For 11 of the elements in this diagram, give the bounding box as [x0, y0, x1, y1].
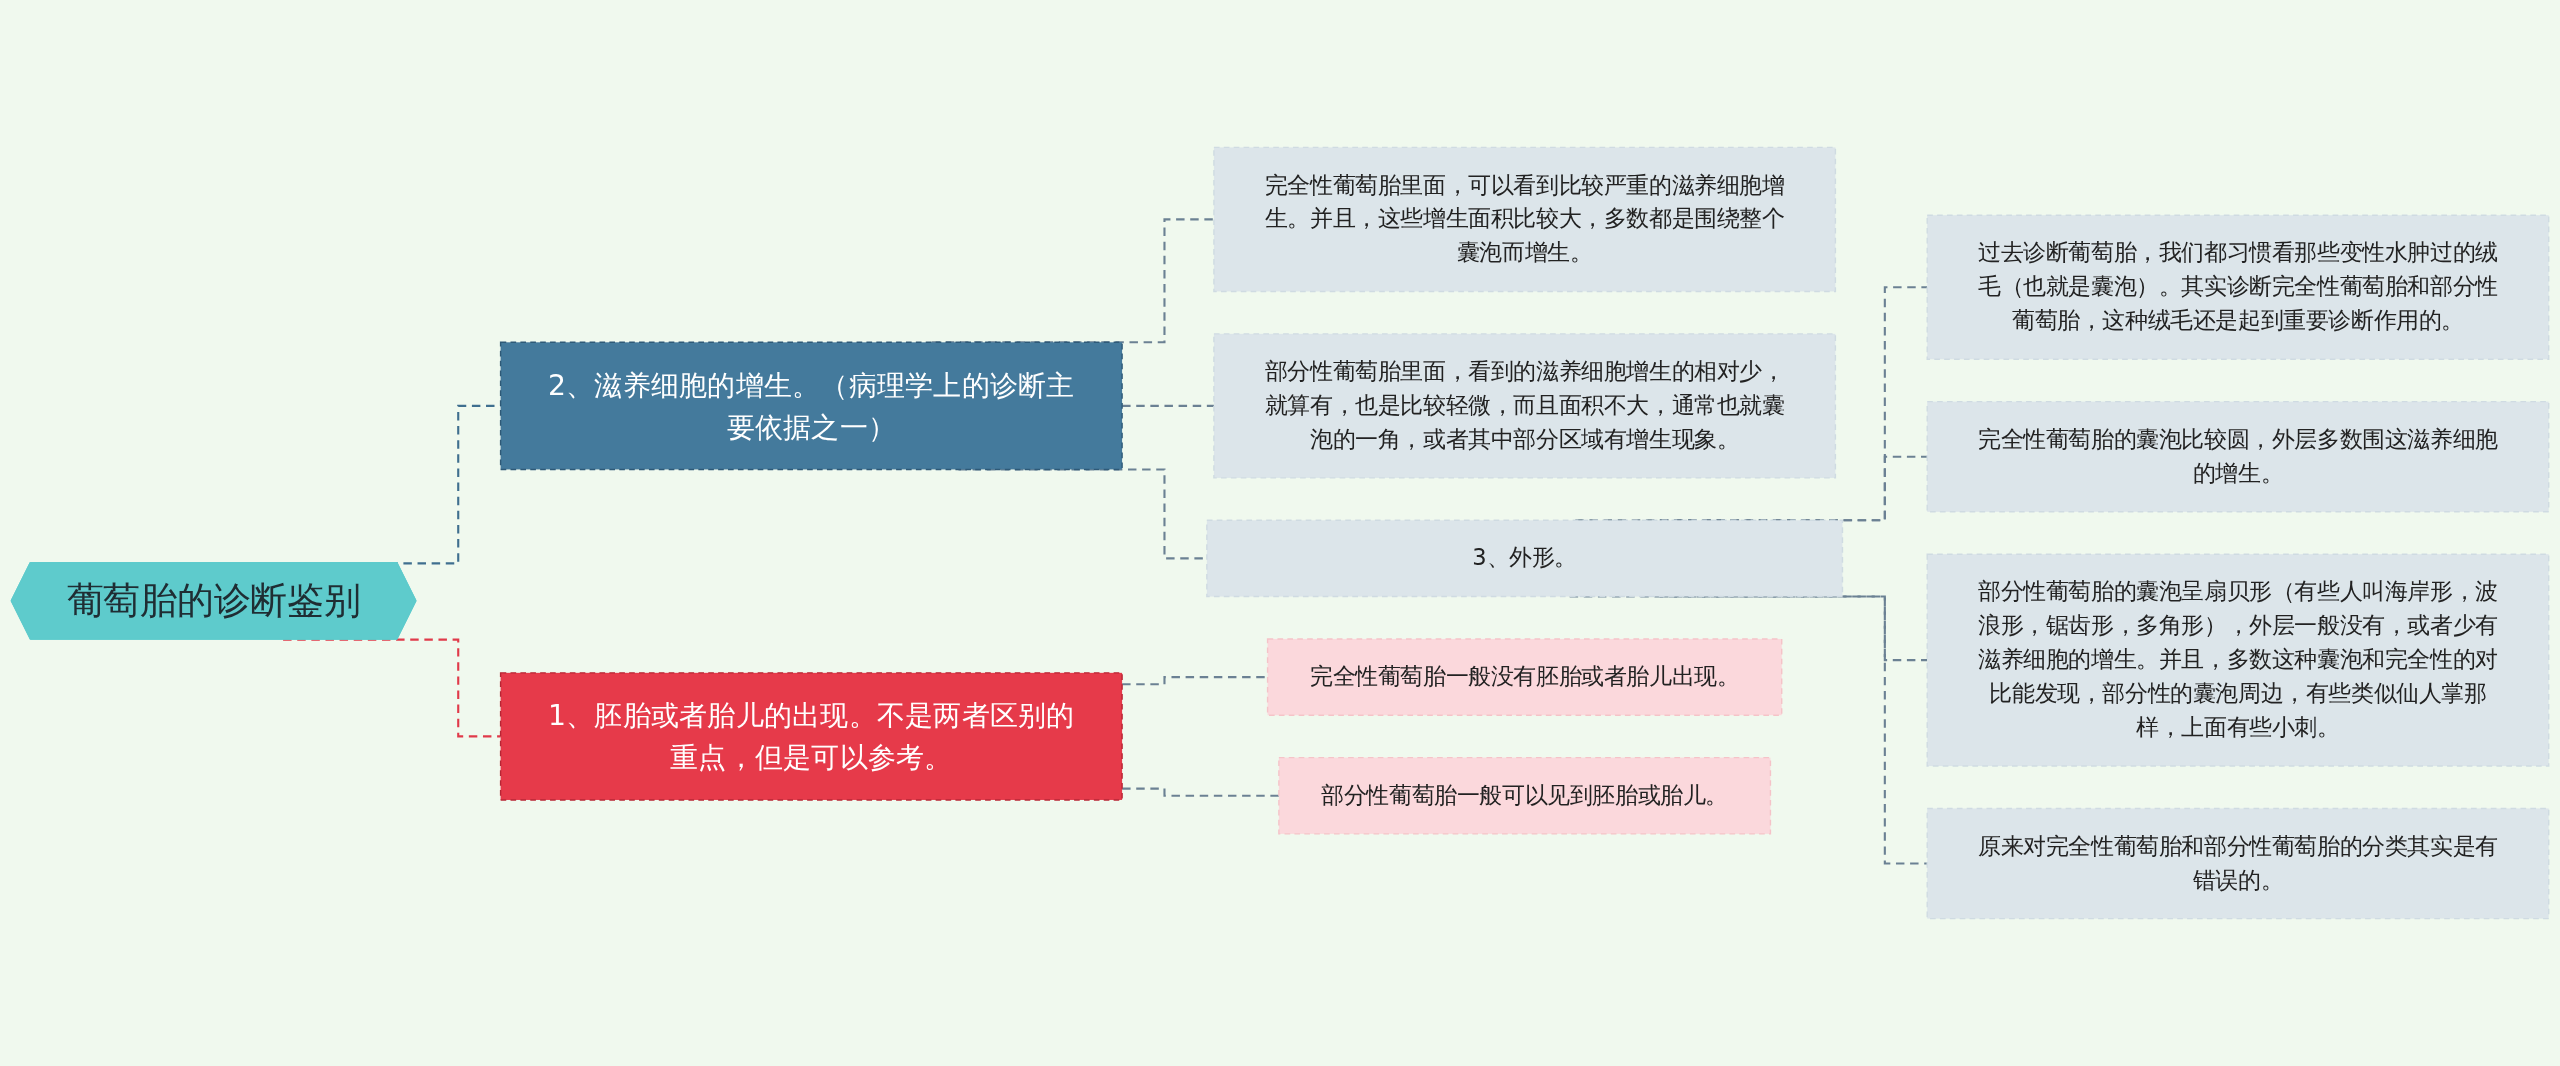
- node-box: 原来对完全性葡萄胎和部分性葡萄胎的分类其实是有错误的。: [1926, 807, 2550, 920]
- node-box: 完全性葡萄胎一般没有胚胎或者胎儿出现。: [1266, 638, 1783, 716]
- node-box: 完全性葡萄胎里面，可以看到比较严重的滋养细胞增生。并且，这些增生面积比较大，多数都是围绕整个囊泡而增生。: [1213, 146, 1837, 293]
- node-box: 3、外形。: [1206, 519, 1844, 598]
- node-box: 部分性葡萄胎里面，看到的滋养细胞增生的相对少，就算有，也是比较轻微，而且面积不大，通常也就囊泡的一角，或者其中部分区域有增生现象。: [1213, 333, 1837, 479]
- node-box: 部分性葡萄胎的囊泡呈扇贝形（有些人叫海岸形，波浪形，锯齿形，多角形），外层一般没有，或者少有滋养细胞的增生。并且，多数这种囊泡和完全性的对比能发现，部分性的囊泡周边，有些类似仙人掌那样，上面有些小刺。: [1926, 553, 2550, 767]
- node-box: 完全性葡萄胎的囊泡比较圆，外层多数围这滋养细胞的增生。: [1926, 400, 2550, 513]
- node-box: 过去诊断葡萄胎，我们都习惯看那些变性水肿过的绒毛（也就是囊泡）。其实诊断完全性葡萄胎和部分性葡萄胎，这种绒毛还是起到重要诊断作用的。: [1926, 214, 2550, 360]
- node-box: 部分性葡萄胎一般可以见到胚胎或胎儿。: [1278, 756, 1772, 835]
- node-box: 2、滋养细胞的增生。（病理学上的诊断主要依据之一）: [499, 341, 1123, 471]
- node-box: 1、胚胎或者胎儿的出现。不是两者区别的重点，但是可以参考。: [499, 672, 1123, 801]
